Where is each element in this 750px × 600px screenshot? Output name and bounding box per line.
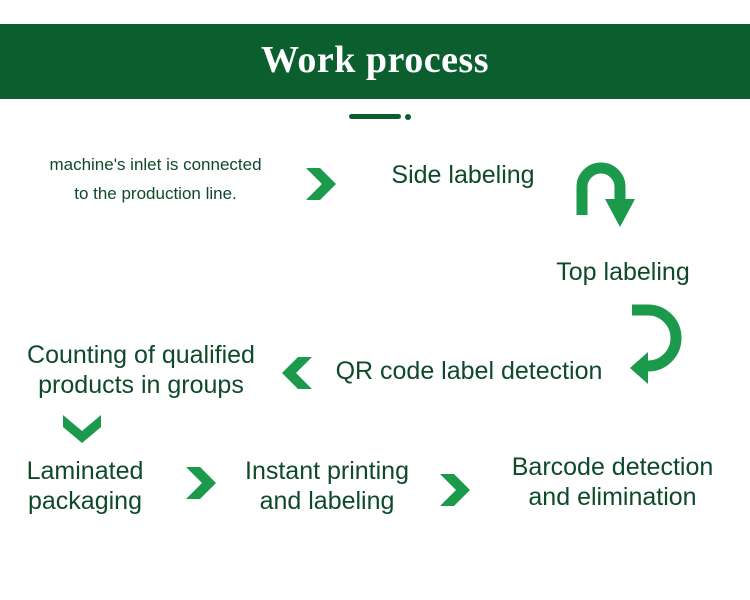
step-laminated-packaging: Laminated packaging (10, 456, 160, 516)
step-counting-line2: products in groups (38, 371, 244, 399)
step-laminated-line1: Laminated (26, 457, 144, 485)
u-turn-left-arrow-icon (630, 304, 682, 384)
chevron-left-icon (282, 357, 312, 389)
chevron-right-icon (186, 467, 216, 499)
step-inlet: machine's inlet is connected to the prod… (28, 152, 283, 207)
u-turn-down-arrow-icon (576, 162, 635, 227)
step-inlet-line1: machine's inlet is connected (49, 155, 262, 174)
step-inlet-line2: to the production line. (74, 184, 237, 203)
chevron-right-icon (306, 168, 336, 200)
step-barcode-detection: Barcode detection and elimination (490, 452, 735, 512)
step-barcode-line2: and elimination (528, 483, 697, 511)
step-side-labeling: Side labeling (391, 161, 535, 189)
step-counting: Counting of qualified products in groups (5, 340, 277, 400)
chevron-down-icon (63, 415, 101, 443)
title-divider (349, 114, 401, 119)
step-printing-line1: Instant printing (245, 457, 409, 485)
step-top-labeling: Top labeling (556, 258, 690, 286)
chevron-right-icon (440, 474, 470, 506)
step-counting-line1: Counting of qualified (27, 341, 255, 369)
header-banner: Work process (0, 24, 750, 99)
step-qr-detection: QR code label detection (335, 357, 603, 385)
step-printing-line2: and labeling (259, 487, 395, 515)
step-laminated-line2: packaging (28, 487, 142, 515)
step-barcode-line1: Barcode detection (511, 453, 714, 481)
step-instant-printing: Instant printing and labeling (226, 456, 428, 516)
title-divider-dot (405, 114, 411, 120)
page-title: Work process (260, 39, 490, 81)
